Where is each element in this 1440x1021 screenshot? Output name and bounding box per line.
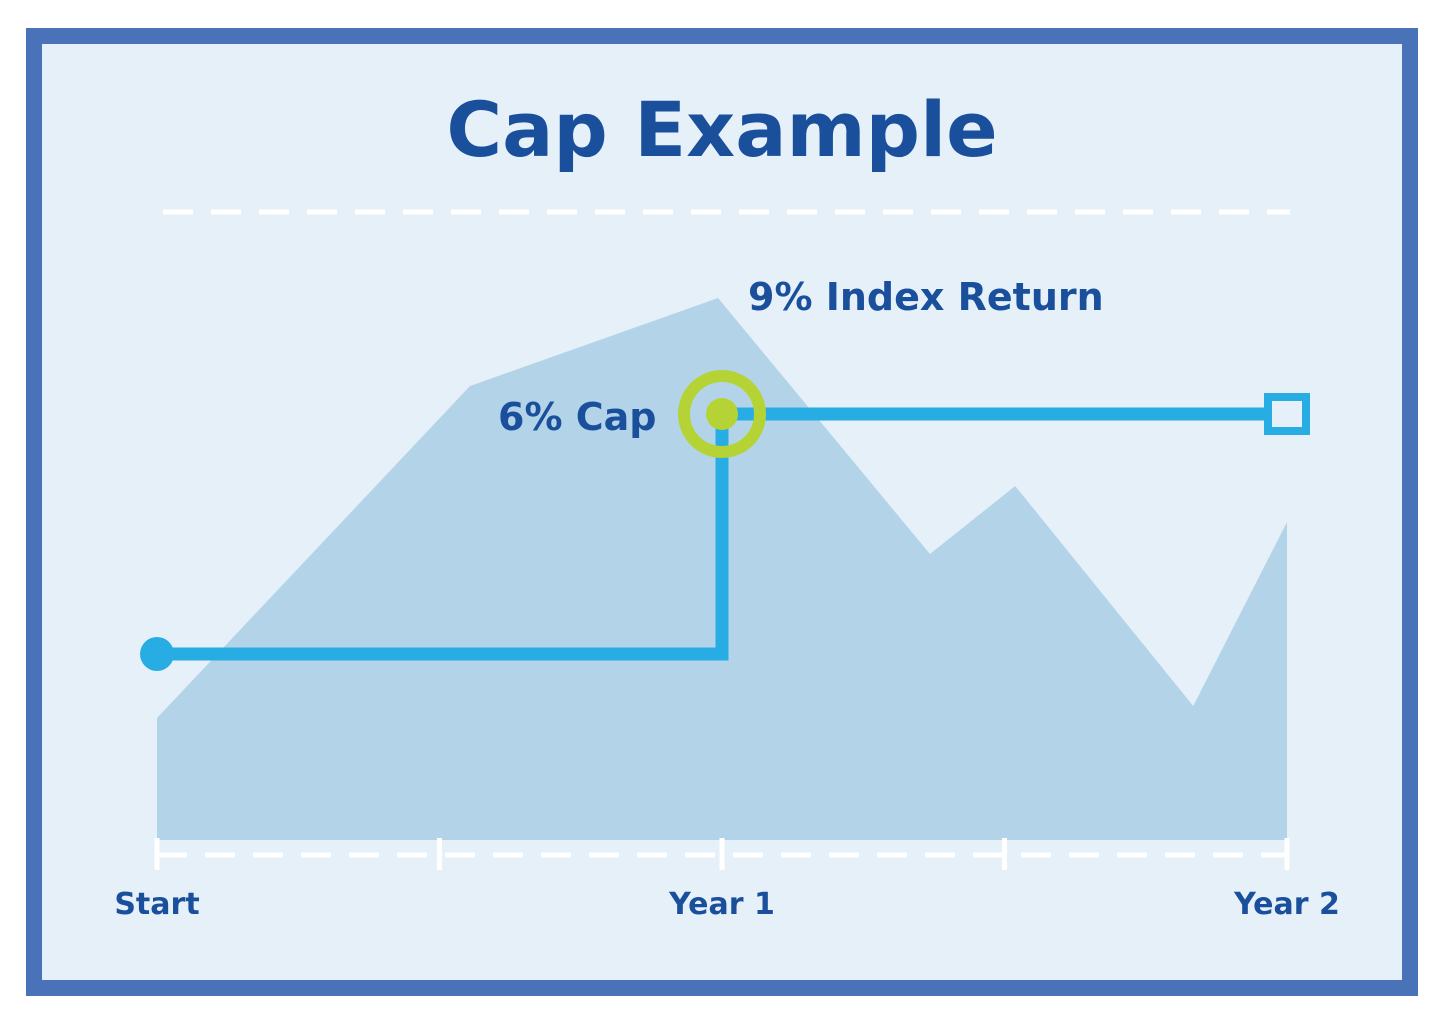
x-tick-label-year-1: Year 1: [668, 887, 775, 922]
end-point: [1264, 393, 1310, 435]
cap-marker-dot: [706, 398, 738, 430]
chart-title: Cap Example: [446, 85, 997, 174]
annotation-cap: 6% Cap: [498, 395, 656, 439]
start-point: [140, 637, 174, 671]
x-tick-label-start: Start: [114, 887, 199, 922]
annotation-index-return: 9% Index Return: [748, 275, 1104, 319]
cap-marker-ring: [678, 370, 766, 458]
x-tick-label-year-2: Year 2: [1233, 887, 1340, 922]
credited-line: [157, 407, 1287, 661]
